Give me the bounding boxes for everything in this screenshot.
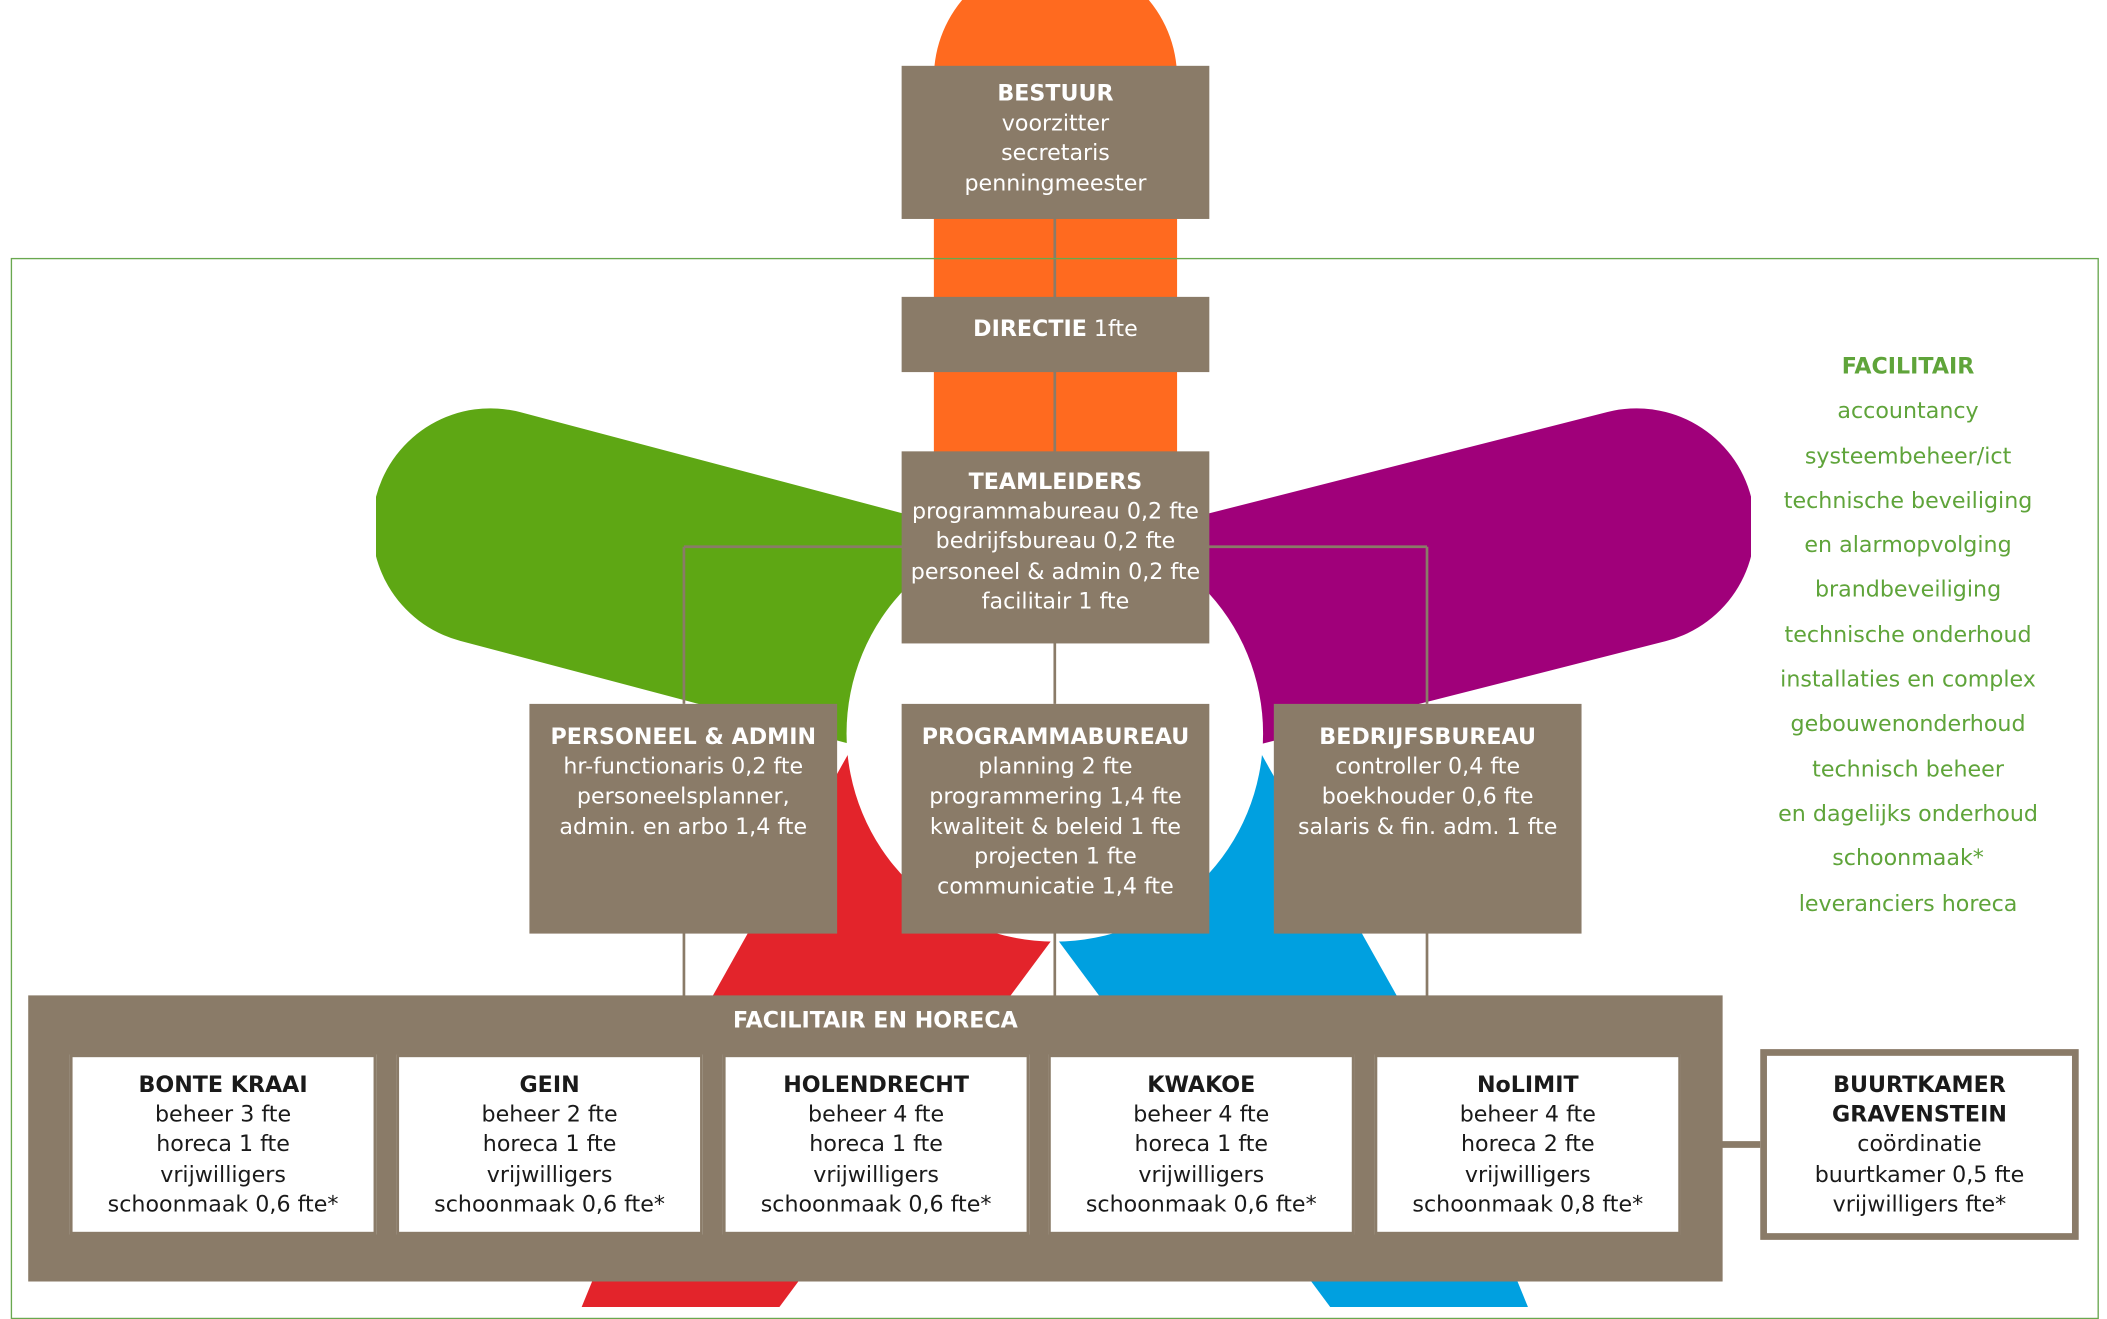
facilitair-item: accountancy xyxy=(1837,398,1979,424)
programmabureau-line: communicatie 1,4 fte xyxy=(937,873,1174,899)
connector-lines xyxy=(682,214,1429,997)
facilitair-item: leveranciers horeca xyxy=(1798,890,2018,916)
venue-line: horeca 1 fte xyxy=(809,1131,943,1158)
bedrijfsbureau-box: BEDRIJFSBUREAU controller 0,4 fte boekho… xyxy=(1273,703,1582,934)
venue-line: vrijwilligers xyxy=(813,1161,939,1187)
venue-name: HOLENDRECHT xyxy=(783,1071,969,1098)
venue-line: beheer 2 fte xyxy=(481,1101,618,1128)
venue-box-gein: GEIN beheer 2 fte horeca 1 fte vrijwilli… xyxy=(396,1054,703,1235)
venue-line: beheer 4 fte xyxy=(1133,1101,1270,1128)
venue-line: horeca 1 fte xyxy=(156,1131,290,1158)
purple-petal xyxy=(1064,408,1755,761)
programmabureau-title: PROGRAMMABUREAU xyxy=(921,724,1190,750)
facilitair-item: technische beveiliging xyxy=(1783,487,2033,513)
teamleiders-title: TEAMLEIDERS xyxy=(968,468,1143,495)
teamleiders-box: TEAMLEIDERS programmabureau 0,2 fte bedr… xyxy=(901,451,1210,644)
programmabureau-line: projecten 1 fte xyxy=(974,843,1137,869)
facilitair-item: systeembeheer/ict xyxy=(1804,442,2012,469)
personeel-admin-title: PERSONEEL & ADMIN xyxy=(550,724,817,750)
venue-line: schoonmaak 0,6 fte* xyxy=(760,1191,992,1217)
venue-line: horeca 2 fte xyxy=(1460,1131,1595,1158)
programmabureau-line: programmering 1,4 fte xyxy=(929,783,1182,810)
venue-box-holendrecht: HOLENDRECHT beheer 4 fte horeca 1 fte vr… xyxy=(722,1054,1030,1235)
teamleiders-line: personeel & admin 0,2 fte xyxy=(910,558,1201,584)
teamleiders-line: facilitair 1 fte xyxy=(981,588,1130,614)
venue-box-kwakoe: KWAKOE beheer 4 fte horeca 1 fte vrijwil… xyxy=(1048,1054,1355,1235)
facilitair-item: technische onderhoud xyxy=(1784,621,2032,648)
venue-line: horeca 1 fte xyxy=(482,1131,617,1158)
venue-line: horeca 1 fte xyxy=(1134,1131,1269,1158)
personeel-admin-line: personeelsplanner, xyxy=(576,783,790,810)
teamleiders-line: programmabureau 0,2 fte xyxy=(911,498,1199,525)
venue-line: beheer 4 fte xyxy=(808,1101,945,1128)
personeel-admin-box: PERSONEEL & ADMIN hr-functionaris 0,2 ft… xyxy=(529,703,838,934)
facilitair-list: FACILITAIR accountancy systeembeheer/ict… xyxy=(1747,344,2069,925)
teamleiders-line: bedrijfsbureau 0,2 fte xyxy=(935,528,1176,554)
venue-line: schoonmaak 0,6 fte* xyxy=(107,1191,339,1217)
facilitair-item: en alarmopvolging xyxy=(1804,532,2012,558)
venue-name: NoLIMIT xyxy=(1476,1071,1579,1098)
green-petal xyxy=(372,408,1046,761)
venue-line: vrijwilligers xyxy=(160,1161,286,1187)
buurtkamer-box: BUURTKAMER GRAVENSTEIN coördinatie buurt… xyxy=(1760,1049,2079,1240)
bestuur-title: BESTUUR xyxy=(997,80,1114,107)
venue-line: schoonmaak 0,8 fte* xyxy=(1412,1191,1644,1217)
facilitair-item: schoonmaak* xyxy=(1832,845,1984,871)
buurtkamer-line: buurtkamer 0,5 fte xyxy=(1814,1161,2025,1187)
venue-line: schoonmaak 0,6 fte* xyxy=(1085,1191,1317,1217)
directie-title: DIRECTIE xyxy=(973,315,1087,342)
directie-fte: 1fte xyxy=(1086,315,1138,342)
venue-line: beheer 4 fte xyxy=(1459,1101,1596,1128)
personeel-admin-line: admin. en arbo 1,4 fte xyxy=(559,813,808,840)
facilitair-item: technisch beheer xyxy=(1812,755,2004,782)
bedrijfsbureau-title: BEDRIJFSBUREAU xyxy=(1319,724,1537,750)
bestuur-line: secretaris xyxy=(1001,140,1110,166)
facilitair-horeca-panel: FACILITAIR EN HORECA BONTE KRAAI beheer … xyxy=(28,995,1723,1282)
venue-box-bonte-kraai: BONTE KRAAI beheer 3 fte horeca 1 fte vr… xyxy=(69,1054,377,1235)
programmabureau-line: planning 2 fte xyxy=(978,753,1133,780)
bedrijfsbureau-line: controller 0,4 fte xyxy=(1335,753,1521,780)
bestuur-line: penningmeester xyxy=(964,170,1147,196)
venue-name: BONTE KRAAI xyxy=(138,1071,308,1098)
buurtkamer-title: GRAVENSTEIN xyxy=(1832,1101,2007,1128)
facilitair-item: brandbeveiliging xyxy=(1814,576,2002,603)
venue-line: vrijwilligers xyxy=(486,1161,613,1187)
buurtkamer-line: vrijwilligers fte* xyxy=(1832,1191,2007,1217)
programmabureau-line: kwaliteit & beleid 1 fte xyxy=(929,813,1182,840)
bestuur-line: voorzitter xyxy=(1001,110,1110,136)
venue-line: beheer 3 fte xyxy=(154,1101,292,1128)
venue-name: KWAKOE xyxy=(1147,1071,1256,1098)
facilitair-horeca-title: FACILITAIR EN HORECA xyxy=(733,1007,1018,1033)
venue-name: GEIN xyxy=(519,1071,580,1098)
bestuur-box: BESTUUR voorzitter secretaris penningmee… xyxy=(901,65,1210,219)
venue-box-nolimit: NoLIMIT beheer 4 fte horeca 2 fte vrijwi… xyxy=(1374,1054,1681,1235)
venue-line: vrijwilligers xyxy=(1464,1161,1591,1187)
buurtkamer-line: coördinatie xyxy=(1857,1131,1982,1158)
buurtkamer-title: BUURTKAMER xyxy=(1833,1071,2006,1098)
facilitair-item: installaties en complex xyxy=(1780,666,2036,692)
facilitair-item: en dagelijks onderhoud xyxy=(1778,800,2038,827)
personeel-admin-line: hr-functionaris 0,2 fte xyxy=(563,753,804,780)
bedrijfsbureau-line: salaris & fin. adm. 1 fte xyxy=(1297,813,1558,840)
venue-line: vrijwilligers xyxy=(1138,1161,1265,1187)
venue-line: schoonmaak 0,6 fte* xyxy=(434,1191,665,1217)
bedrijfsbureau-line: boekhouder 0,6 fte xyxy=(1321,783,1534,810)
facilitair-item: gebouwenonderhoud xyxy=(1790,711,2026,737)
facilitair-title: FACILITAIR xyxy=(1841,353,1975,379)
directie-box: DIRECTIE 1fte xyxy=(901,296,1210,373)
programmabureau-box: PROGRAMMABUREAU planning 2 fte programme… xyxy=(901,703,1210,934)
